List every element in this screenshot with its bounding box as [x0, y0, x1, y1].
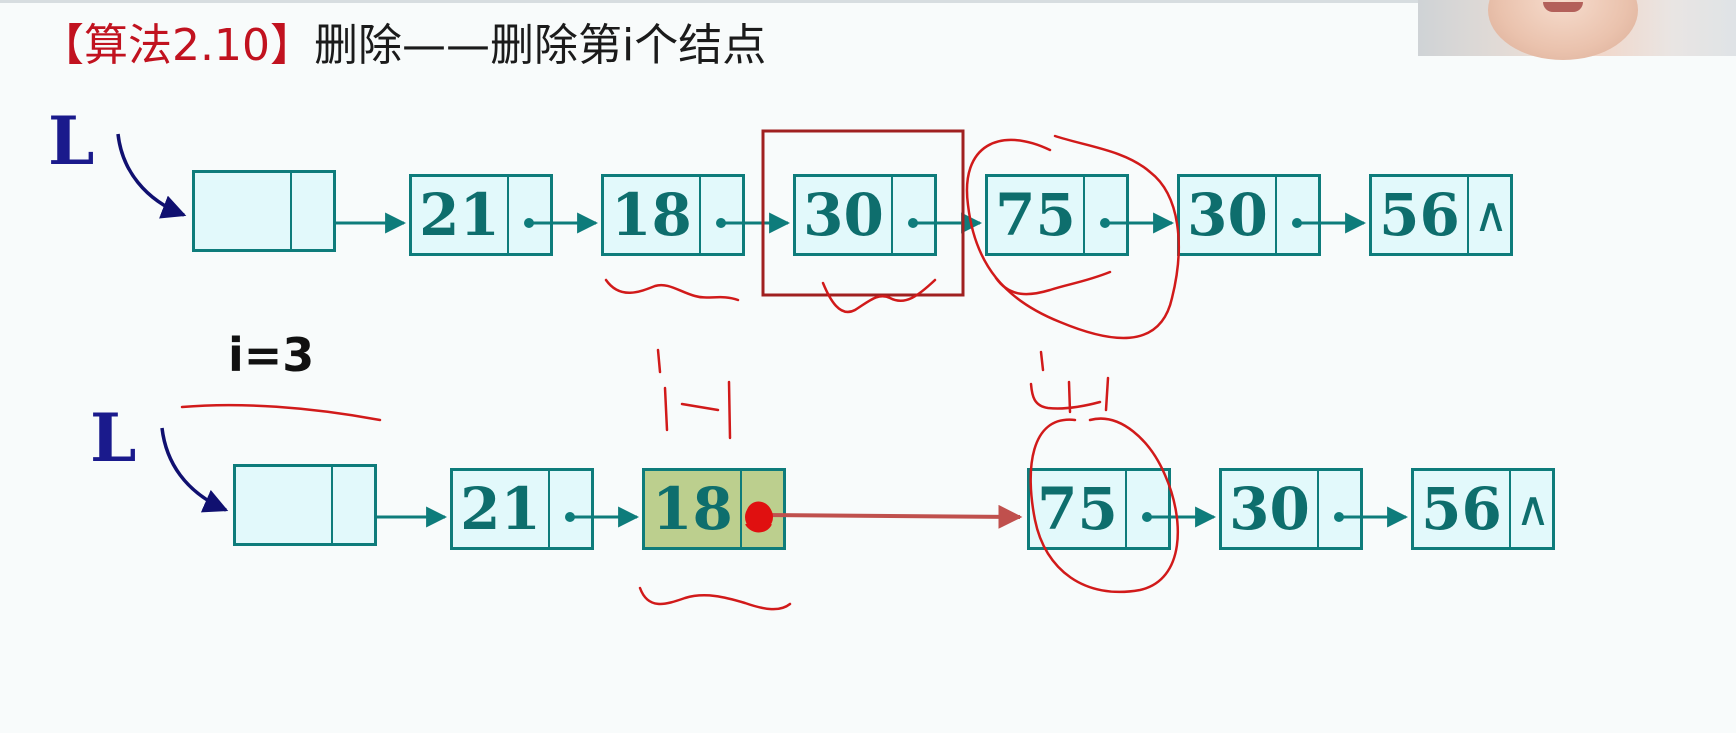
deleted-node-box	[761, 129, 965, 297]
label-i-minus-1	[656, 348, 732, 440]
node-divider	[699, 177, 701, 253]
node-value: 18	[611, 181, 692, 249]
bottom-head-node	[233, 464, 377, 546]
node-divider	[1467, 177, 1469, 253]
node-value: 75	[1037, 475, 1118, 543]
bottom-list-links	[377, 506, 1409, 528]
underline-18-bottom	[638, 586, 792, 611]
circle-75-bottom	[1029, 417, 1180, 594]
node-value: 56	[1379, 181, 1460, 249]
label-i-plus-1	[1029, 350, 1110, 414]
bottom-node-1: 21	[450, 468, 594, 550]
node-divider	[290, 173, 292, 249]
slide-title: 【算法2.10】删除——删除第i个结点	[40, 18, 766, 74]
node-divider	[1275, 177, 1277, 253]
underline-index-label	[180, 403, 382, 422]
node-divider	[331, 467, 333, 543]
node-divider	[1125, 471, 1127, 547]
title-algorithm-number: 算法2.10	[84, 20, 270, 71]
pointer-scribble-mark	[745, 501, 773, 533]
null-pointer-symbol: ∧	[1515, 481, 1551, 537]
top-node-5: 30	[1177, 174, 1321, 256]
hand-annotations	[180, 129, 1180, 611]
list-head-label-top: L	[48, 102, 95, 180]
presenter-mouth	[1543, 2, 1583, 12]
underline-18-top	[604, 278, 740, 302]
title-text: 删除——删除第i个结点	[313, 20, 767, 71]
top-border	[0, 0, 1418, 3]
null-pointer-symbol: ∧	[1473, 187, 1509, 243]
node-divider	[740, 471, 742, 547]
bottom-node-5: 56 ∧	[1411, 468, 1555, 550]
top-node-2: 18	[601, 174, 745, 256]
node-value: 30	[803, 181, 884, 249]
top-node-4: 75	[985, 174, 1129, 256]
top-node-3: 30	[793, 174, 937, 256]
top-node-1: 21	[409, 174, 553, 256]
webcam-feed	[1418, 0, 1736, 60]
node-value: 21	[460, 475, 541, 543]
node-value: 30	[1187, 181, 1268, 249]
node-divider	[507, 177, 509, 253]
underline-30-top	[821, 278, 937, 314]
bottom-node-4: 30	[1219, 468, 1363, 550]
node-value: 21	[419, 181, 500, 249]
head-pointer-arrow-bottom	[160, 427, 229, 513]
node-value: 56	[1421, 475, 1502, 543]
node-divider	[1317, 471, 1319, 547]
title-bracket-close: 】	[269, 20, 314, 71]
circle-75-top	[965, 134, 1180, 340]
node-divider	[891, 177, 893, 253]
head-pointer-arrow-top	[116, 133, 187, 219]
top-head-node	[192, 170, 336, 252]
node-value: 30	[1229, 475, 1310, 543]
index-label: i=3	[228, 328, 315, 382]
list-head-label-bottom: L	[90, 399, 137, 477]
bottom-node-3: 75	[1027, 468, 1171, 550]
top-list-links	[336, 212, 1367, 234]
bypass-link-arrow	[764, 504, 1023, 529]
node-divider	[548, 471, 550, 547]
node-divider	[1083, 177, 1085, 253]
node-divider	[1509, 471, 1511, 547]
title-bracket-open: 【	[40, 20, 84, 71]
top-node-6: 56 ∧	[1369, 174, 1513, 256]
underline-75-top	[994, 270, 1112, 296]
node-value: 75	[995, 181, 1076, 249]
node-value: 18	[652, 475, 733, 543]
